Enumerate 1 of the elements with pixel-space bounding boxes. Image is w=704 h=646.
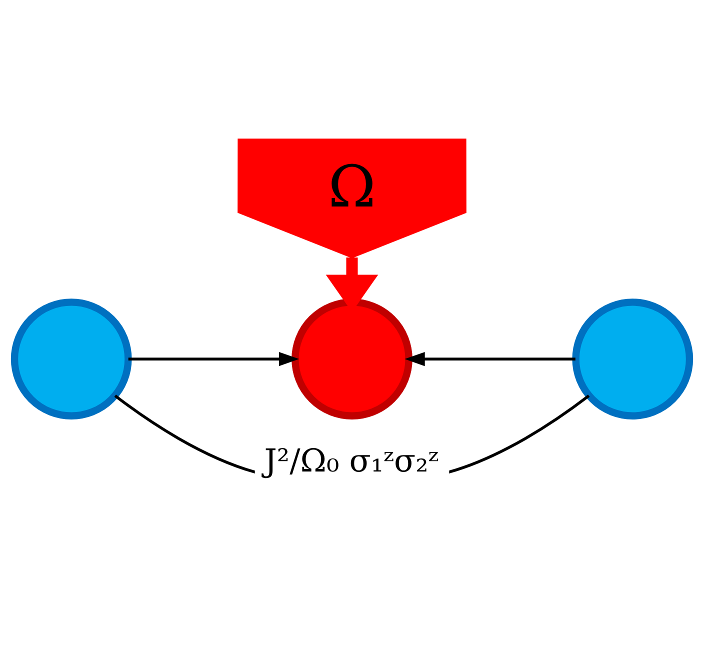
edge-label: J²/Ω₀ σ₁ᶻσ₂ᶻ	[264, 442, 439, 479]
